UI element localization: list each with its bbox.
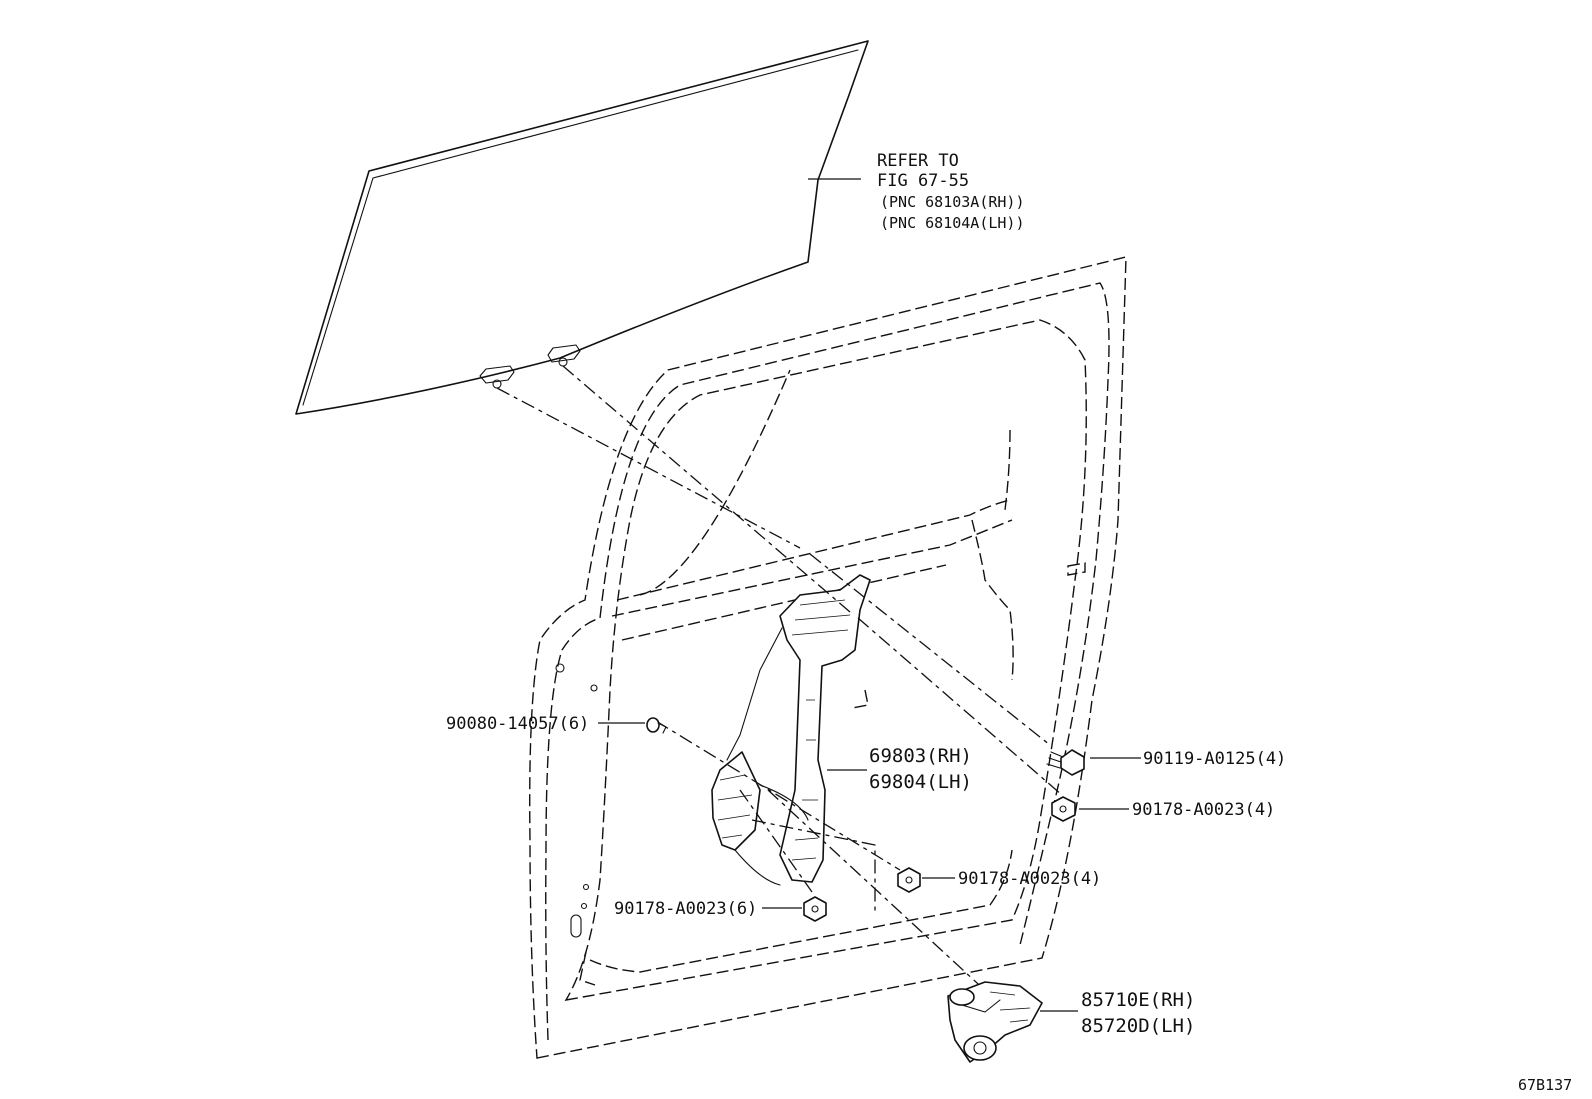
assembly-lines [496,365,1063,996]
nut-right-upper-label: 90178-A0023(4) [1132,800,1275,820]
regulator-rh-label: 69803(RH) [869,745,972,767]
nut-left-label: 90178-A0023(6) [614,899,757,919]
nut-right-upper-part [1051,796,1076,822]
leader-lines [598,178,1141,1012]
glass-ref-line4: (PNC 68104A(LH)) [880,214,1025,232]
bolt-right-part [1046,749,1085,776]
glass-ref-line1: REFER TO [877,151,959,171]
nut-right-lower-part [897,867,921,893]
motor-rh-label: 85710E(RH) [1081,989,1195,1011]
window-motor [947,981,1043,1063]
hardware [646,717,1085,922]
regulator-lh-label: 69804(LH) [869,771,972,793]
bolt-right-label: 90119-A0125(4) [1143,749,1286,769]
motor-lh-label: 85720D(LH) [1081,1015,1195,1037]
glass-ref-line3: (PNC 68103A(RH)) [880,193,1025,211]
nut-right-lower-label: 90178-A0023(4) [958,869,1101,889]
bolt-left-part [646,717,667,734]
door-glass [295,40,869,415]
door-panel [529,256,1127,1059]
glass-ref-line2: FIG 67-55 [877,171,969,191]
nut-left-part [803,896,827,922]
bolt-left-label: 90080-14057(6) [446,714,589,734]
figure-id: 67B137 [1518,1076,1572,1094]
window-regulator [711,574,871,886]
callouts: REFER TO FIG 67-55 (PNC 68103A(RH)) (PNC… [446,151,1572,1094]
